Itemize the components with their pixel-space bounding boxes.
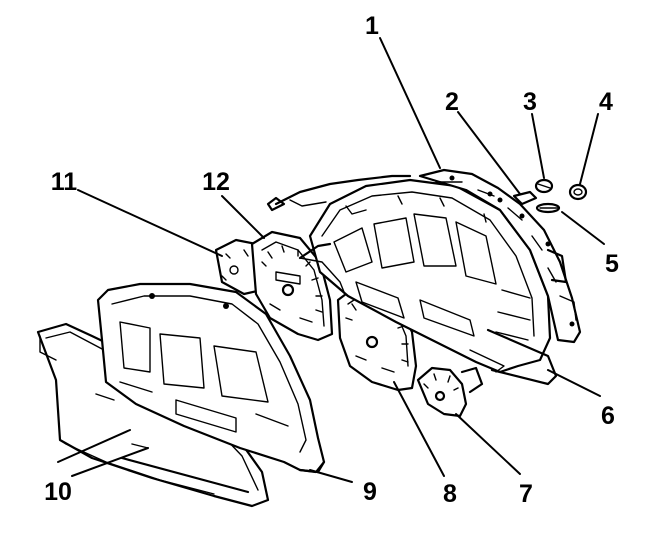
leader-12 <box>221 195 265 239</box>
part-3-bulb <box>534 178 554 194</box>
callout-12: 12 <box>202 168 230 196</box>
leader-1 <box>379 37 441 169</box>
part-1-circuit-board <box>418 168 582 344</box>
callout-labels: 1 2 3 4 5 6 7 8 9 10 11 12 <box>44 12 619 508</box>
leader-4 <box>579 113 599 185</box>
wire-harness <box>266 174 412 212</box>
part-6-cluster-housing <box>298 178 558 386</box>
callout-2: 2 <box>445 88 459 116</box>
leader-3 <box>531 113 545 179</box>
leader-7 <box>455 413 521 475</box>
callout-4: 4 <box>599 88 613 116</box>
callout-10: 10 <box>44 478 72 506</box>
part-2-socket <box>512 190 538 206</box>
part-4-bulb-socket <box>568 183 588 201</box>
leader-2 <box>457 111 521 195</box>
callout-11: 11 <box>51 168 78 196</box>
leader-lines <box>57 37 605 483</box>
part-5-bulb <box>535 202 561 214</box>
callout-9: 9 <box>363 478 377 506</box>
part-12-tachometer <box>250 230 334 342</box>
leader-11 <box>77 189 223 257</box>
callout-1: 1 <box>365 12 379 40</box>
part-7-small-gauge <box>416 366 484 418</box>
callout-7: 7 <box>519 480 533 508</box>
callout-5: 5 <box>605 250 619 278</box>
callout-3: 3 <box>523 88 537 116</box>
leader-8 <box>393 381 445 477</box>
leader-5 <box>561 211 605 245</box>
leader-10b <box>71 447 149 477</box>
leader-6 <box>547 369 601 397</box>
leader-9 <box>309 469 353 483</box>
callout-8: 8 <box>443 480 457 508</box>
part-9-mask <box>96 282 326 474</box>
callout-6: 6 <box>601 402 615 430</box>
leader-10a <box>57 429 131 463</box>
